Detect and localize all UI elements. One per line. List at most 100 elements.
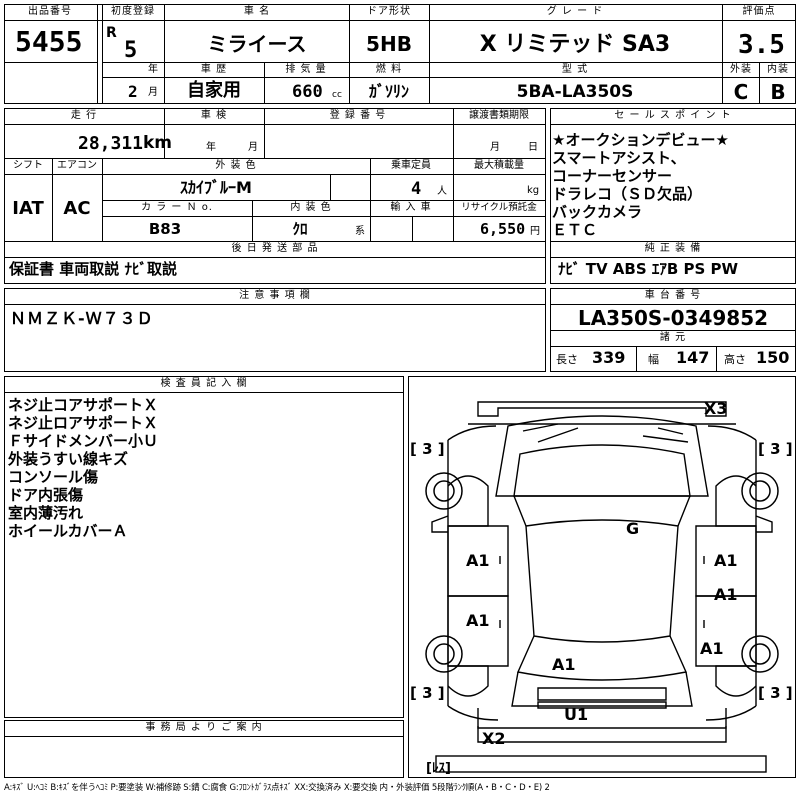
exterior-color: ｽｶｲﾌﾞﾙｰM [180,178,252,197]
inspector-note-item: ドア内張傷 [8,486,84,504]
mileage-label: 走 行 [70,110,98,121]
chassis-number: LA350S-0349852 [577,306,769,330]
mark-x3: X3 [704,399,727,418]
displacement: 660 [292,82,323,102]
inspection-label: 車 検 [200,110,228,121]
registration-year: 5 [124,38,138,63]
color-number: B83 [148,220,182,238]
exterior-label: 外装 [730,64,752,75]
score-label: 評価点 [742,6,776,17]
mark-a1-rear-right-door: A1 [714,585,738,604]
transfer-day-unit: 日 [528,142,538,153]
sales-point-item: ドラレコ（ＳＤ欠品） [552,185,703,203]
aircon-label: エアコン [57,160,97,171]
transfer-month-unit: 月 [490,142,500,153]
sales-point-list: ★オークションデビュー★スマートアシスト、コーナーセンサードラレコ（ＳＤ欠品）バ… [552,131,729,239]
inspector-note-item: 外装うすい線キズ [8,450,129,468]
mileage: 28,311 [78,133,144,154]
later-parts-label: 後 日 発 送 部 品 [231,243,319,254]
car-damage-diagram: X3 [ 3 ] [ 3 ] [ 3 ] [ 3 ] G A1 A1 A1 A1… [410,399,793,776]
office-block [4,720,404,778]
model-label: 型 式 [561,64,589,75]
displacement-label: 排 気 量 [285,64,327,75]
chassis-label: 車 台 番 号 [644,290,702,301]
car-name-label: 車 名 [243,6,271,17]
capacity-unit: 人 [437,186,447,197]
score: 3.5 [738,30,785,60]
model-code: 5BA-LA350S [516,82,634,102]
equipment-label: 純 正 装 備 [644,243,702,254]
mark-a1-front-left-door: A1 [466,551,490,570]
car-outline [431,401,773,743]
mark-windshield-g: G [626,519,639,538]
notes-block [4,288,546,372]
registration-month: 2 [128,82,138,101]
mark-tire-front-right: [ 3 ] [758,440,793,458]
max-load-label: 最大積載量 [474,160,524,171]
office-label: 事 務 局 よ り ご 案 内 [145,722,263,733]
color-number-label: カ ラ ー Ｎ o. [141,202,213,213]
car-name: ミライース [207,32,307,56]
mark-tire-rear-right: [ 3 ] [758,684,793,702]
mileage-unit: km [143,133,173,153]
interior-grade: B [770,80,786,104]
recycle-unit: 円 [530,226,540,237]
inspector-note-item: 室内薄汚れ [8,504,84,522]
sales-point-item: コーナーセンサー [552,167,673,185]
length-label: 長さ [556,353,578,366]
mark-a1-front-right-door: A1 [714,551,738,570]
import-label: 輸 入 車 [390,202,432,213]
interior-color-unit: 系 [355,226,365,237]
spare-tire [435,755,767,773]
mark-tire-front-left: [ 3 ] [410,440,445,458]
month-unit: 月 [148,87,158,98]
mark-x2: X2 [482,729,505,748]
history-label: 車 歴 [200,64,228,75]
shift-label: シフト [13,160,43,171]
registration-number-label: 登 録 番 号 [329,110,387,121]
inspector-note-item: ホイールカバーＡ [8,522,128,540]
equipment-list: ﾅﾋﾞ TV ABS ｴｱB PS PW [558,260,739,278]
capacity-label: 乗車定員 [391,160,431,171]
era: R [106,25,117,41]
shift: IAT [12,198,44,219]
mark-a1-rear-right-fender: A1 [700,639,724,658]
details-block [4,108,546,284]
inspector-note-item: コンソール傷 [8,468,99,486]
width: 147 [676,348,710,367]
interior-label: 内装 [767,64,789,75]
year-unit: 年 [148,64,158,75]
height: 150 [756,348,790,367]
mark-u1: U1 [564,705,588,724]
notes-label: 注 意 事 項 欄 [239,290,311,301]
recycle-label: リサイクル預託金 [461,202,537,213]
notes-value: ＮＭＺＫ-Ｗ７３Ｄ [10,309,154,328]
inspector-block [4,376,404,718]
grade: X リミテッド SA3 [479,32,671,57]
mark-a1-rear-left-door: A1 [466,611,490,630]
legend: A:ｷｽﾞ U:ﾍｺﾐ B:ｷｽﾞを伴うﾍｺﾐ P:要塗装 W:補修跡 S:錆 … [4,783,550,793]
first-registration-label: 初度登録 [111,6,155,17]
inspection-year-unit: 年 [206,142,216,153]
fuel: ｶﾞｿﾘﾝ [368,82,410,101]
lot-number-label: 出品番号 [28,6,72,17]
door-type: 5HB [366,32,412,56]
sales-point-item: スマートアシスト、 [552,149,686,167]
inspector-note-item: ネジ止ロアサポートＸ [8,414,159,432]
header-block [4,4,796,104]
sales-point-item: ★オークションデビュー★ [552,131,729,149]
capacity: 4 [411,179,422,199]
transfer-deadline-label: 譲渡書類期限 [469,110,529,121]
tires [425,472,779,673]
interior-color-label: 内 装 色 [290,202,332,213]
inspector-note-item: Ｆサイドメンバー小Ｕ [8,432,159,450]
height-label: 高さ [724,353,746,366]
interior-color: ｸﾛ [292,220,308,238]
inspection-month-unit: 月 [248,142,258,153]
door-label: ドア形状 [367,6,411,17]
mark-tire-rear-left: [ 3 ] [410,684,445,702]
sales-point-block [550,108,796,284]
history: 自家用 [187,80,241,101]
exterior-grade: C [733,80,749,104]
